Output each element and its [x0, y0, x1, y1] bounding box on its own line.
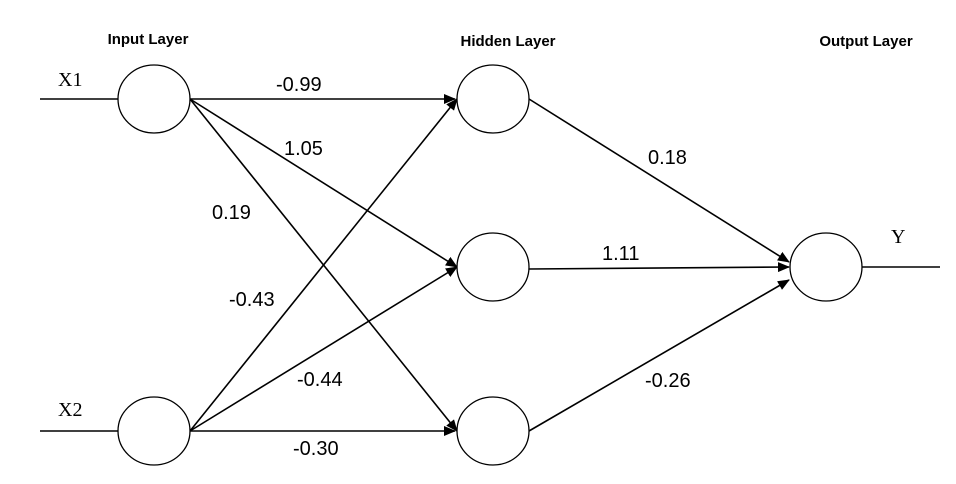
- weight-h3-y: -0.26: [645, 370, 691, 392]
- weight-h2-y: 1.11: [602, 243, 639, 265]
- input-node-x2: [117, 396, 191, 466]
- weight-x2-h2: -0.44: [297, 369, 343, 391]
- output-layer-title: Output Layer: [819, 33, 913, 50]
- edge-x2-h2: [189, 266, 458, 432]
- input-label-x1: X1: [58, 69, 82, 91]
- output-label-y: Y: [891, 226, 905, 248]
- edge-h3-y: [528, 279, 790, 432]
- edge-h1-y: [528, 98, 790, 263]
- input-node-x1: [117, 64, 191, 134]
- weight-x1-h2: 1.05: [284, 138, 323, 160]
- edge-h2-y: [528, 262, 790, 273]
- input-label-x2: X2: [58, 399, 82, 421]
- weight-h1-y: 0.18: [648, 147, 687, 169]
- edge-x2-h1: [189, 98, 458, 432]
- weight-x1-h3: 0.19: [212, 202, 251, 224]
- edge-x1-h2: [189, 98, 458, 268]
- output-node-y: [789, 232, 863, 302]
- hidden-node-2: [456, 232, 530, 302]
- weight-x1-h1: -0.99: [276, 74, 322, 96]
- hidden-node-3: [456, 396, 530, 466]
- input-layer-title: Input Layer: [108, 31, 189, 48]
- weight-x2-h1: -0.43: [229, 289, 275, 311]
- weight-x2-h3: -0.30: [293, 438, 339, 460]
- hidden-layer-title: Hidden Layer: [460, 33, 555, 50]
- hidden-node-1: [456, 64, 530, 134]
